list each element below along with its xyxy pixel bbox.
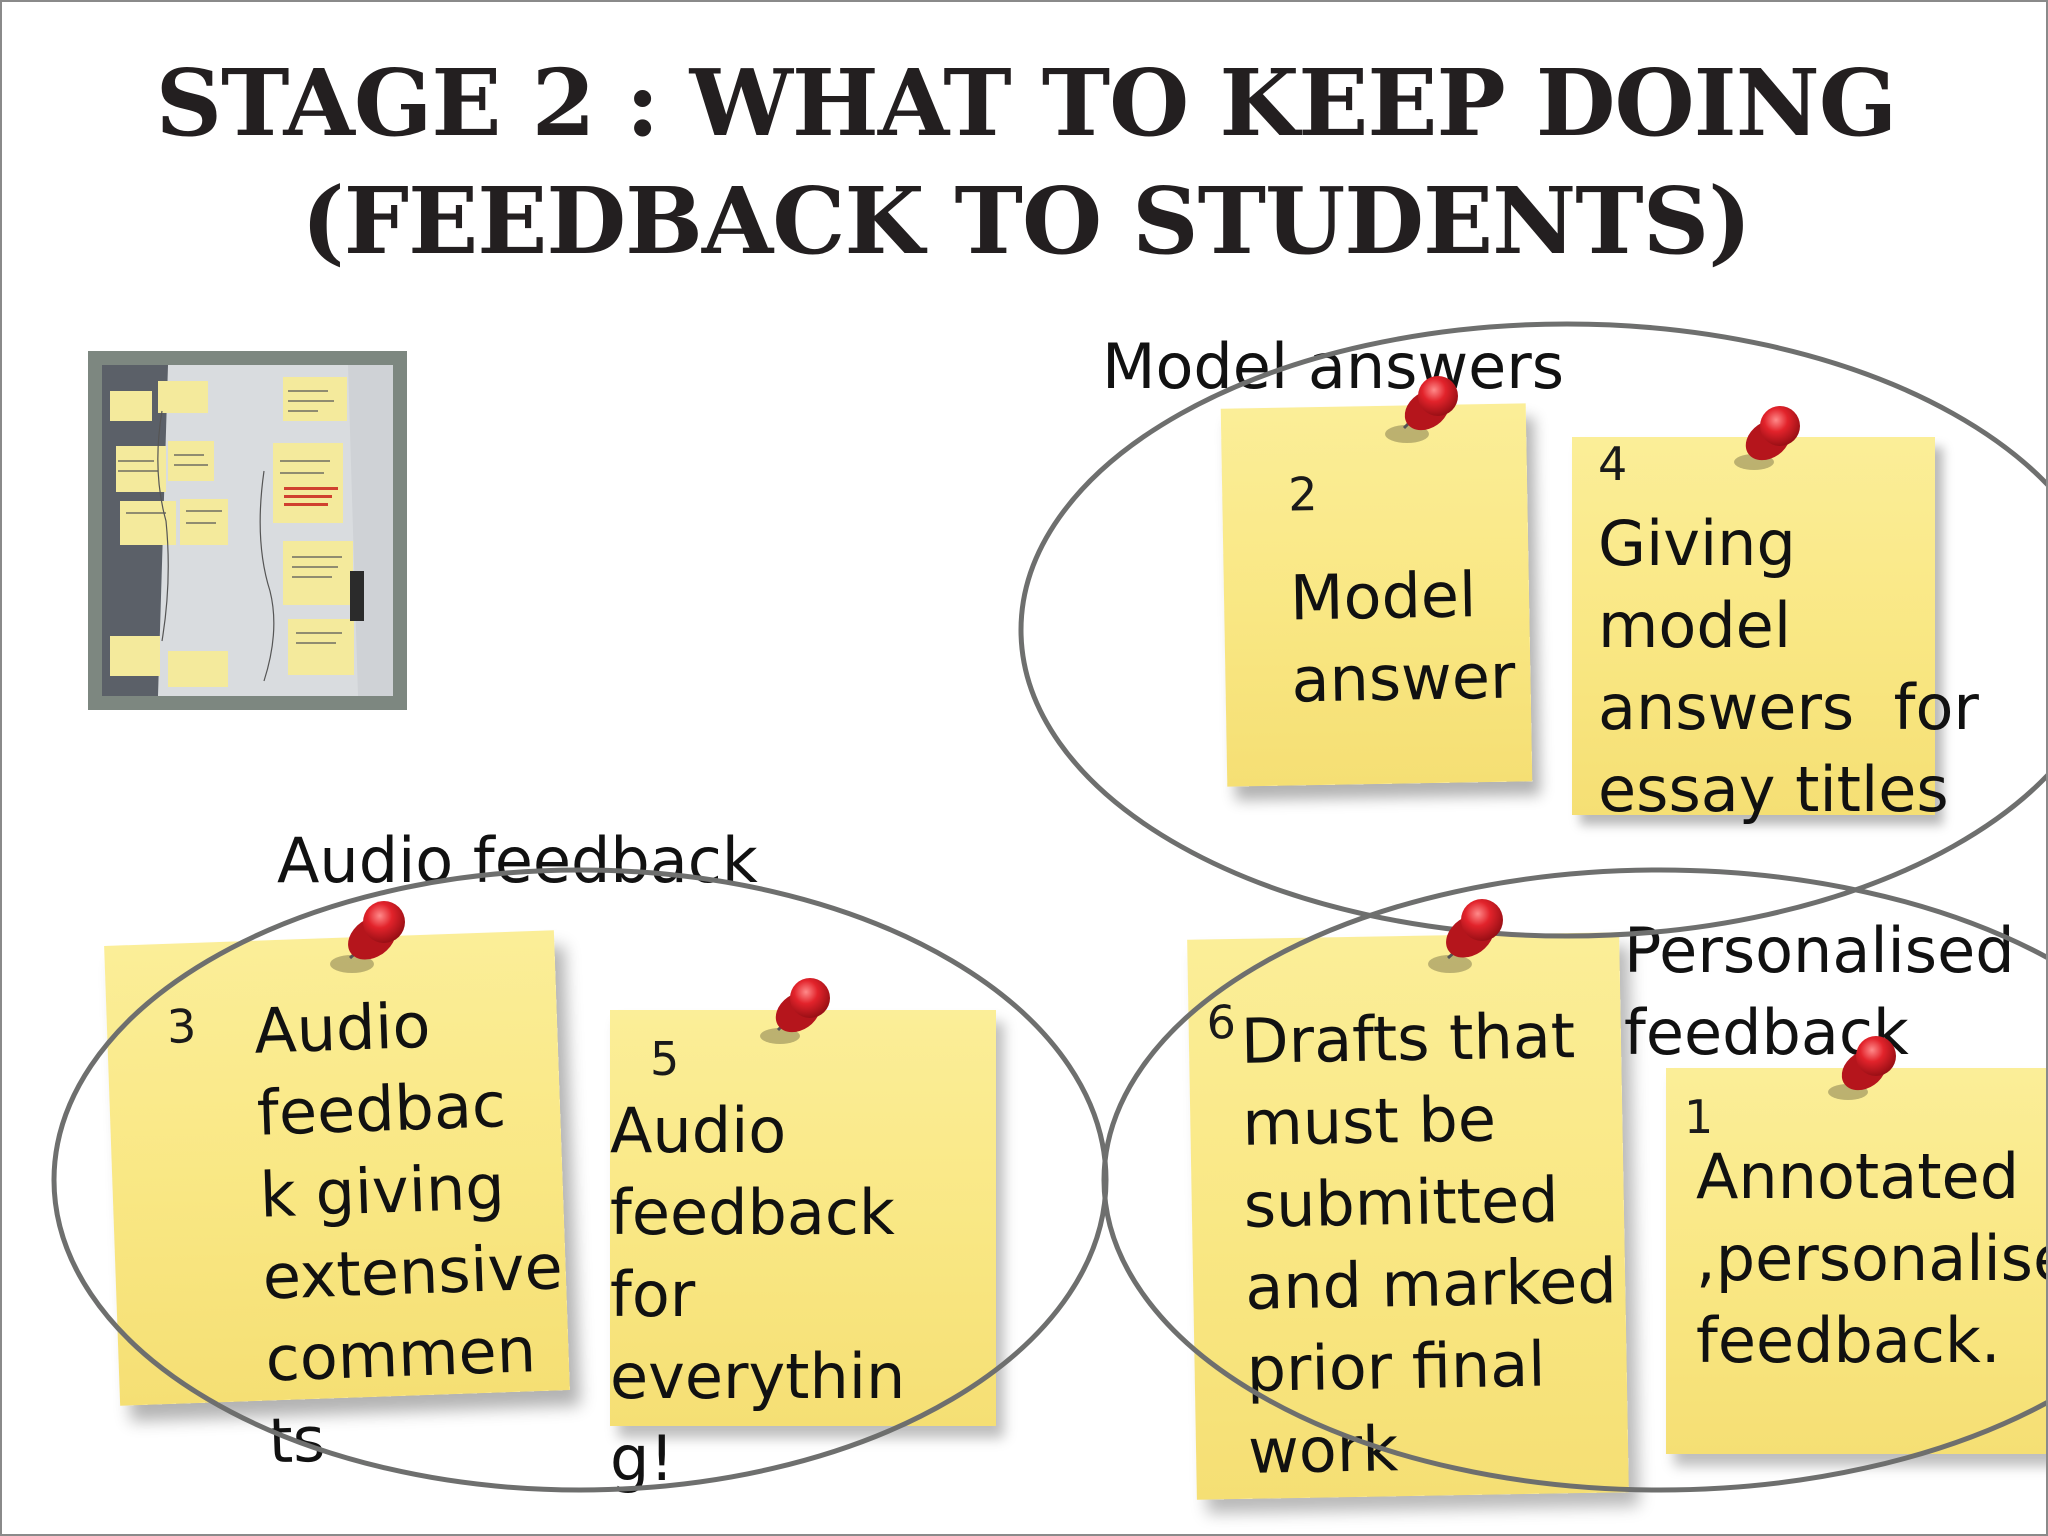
push-pin-icon xyxy=(1734,406,1800,470)
push-pin-icon xyxy=(1385,376,1458,443)
sticky-note: 5 Audio feedback for everythin g! xyxy=(610,1010,996,1495)
group-ellipse-personalised-feedback xyxy=(1101,867,2046,1493)
push-pin-icon xyxy=(330,901,405,973)
sticky-note: 4 Giving model answers for essay titles xyxy=(1572,437,1979,826)
group-ellipse-model-answers xyxy=(1018,321,2046,939)
note-text: Giving model answers for essay titles xyxy=(1598,507,1979,826)
note-number: 1 xyxy=(1684,1090,1714,1144)
note-text: Annotated ,personalised feedback. xyxy=(1696,1140,2046,1377)
group-label-model-answers: Model answers xyxy=(1102,330,1565,403)
slide-title: STAGE 2 : WHAT TO KEEP DOING (FEEDBACK T… xyxy=(2,44,2046,280)
slide-title-line-1: STAGE 2 : WHAT TO KEEP DOING xyxy=(155,49,1898,157)
push-pin-icon xyxy=(1428,899,1503,973)
slide-title-line-2: (FEEDBACK TO STUDENTS) xyxy=(301,167,1751,275)
push-pin-icon xyxy=(1828,1036,1896,1100)
group-label-personalised-feedback: Personalised feedback xyxy=(1624,914,2015,1069)
note-text: Audio feedback for everythin g! xyxy=(610,1094,906,1495)
note-number: 5 xyxy=(650,1032,680,1086)
note-number: 4 xyxy=(1598,437,1628,491)
sticky-note: 1 Annotated ,personalised feedback. xyxy=(1666,1068,2046,1454)
sticky-wall-photo xyxy=(88,351,407,710)
push-pin-icon xyxy=(760,978,830,1044)
group-ellipse-audio-feedback xyxy=(51,867,1109,1493)
